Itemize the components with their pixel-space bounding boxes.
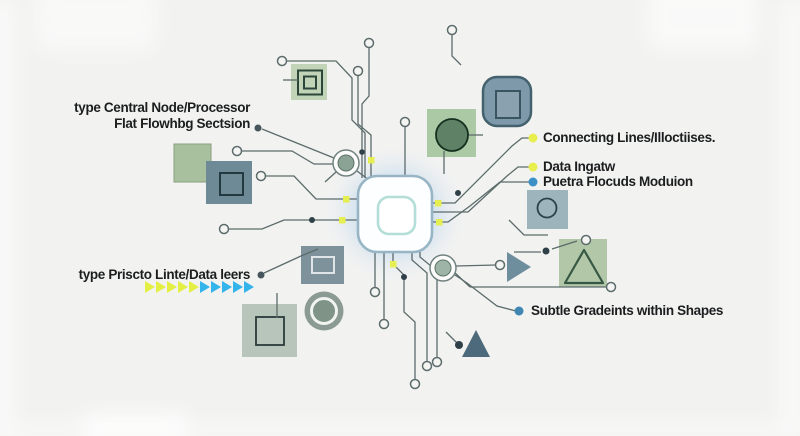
donut-circle bbox=[304, 291, 344, 331]
bullet-connecting-lines bbox=[528, 133, 538, 143]
chevron-arrow bbox=[189, 281, 199, 293]
label-central-node: type Central Node/Processor Flat Flowhbg… bbox=[38, 100, 250, 132]
yellow-node-squares bbox=[339, 157, 443, 268]
chevron-arrow bbox=[222, 281, 232, 293]
dark-triangle bbox=[462, 330, 490, 357]
central-processor-node bbox=[356, 174, 434, 254]
legend-item-connecting-lines: Connecting Lines/Illoctiises. bbox=[543, 130, 716, 145]
chevron-row bbox=[145, 280, 254, 294]
dark-node-dots bbox=[309, 149, 550, 349]
bullet-subtle-gradients bbox=[514, 306, 524, 316]
label-central-node-line2: Flat Flowhbg Sectsion bbox=[114, 116, 250, 131]
legend-item-subtle-gradients: Subtle Gradeints within Shapes bbox=[531, 303, 724, 318]
shape-layer bbox=[173, 64, 607, 357]
bullet-data-ingatw bbox=[528, 162, 538, 172]
label-data-lines: type Priscto Linte/Data leers bbox=[78, 267, 251, 282]
green-square-triangle bbox=[559, 239, 607, 287]
chip-icon bbox=[291, 64, 327, 100]
slate-square-rect bbox=[301, 246, 344, 284]
dark-squircle bbox=[481, 75, 533, 128]
chevron-arrow bbox=[200, 281, 210, 293]
circuit-traces bbox=[229, 35, 606, 379]
chevron-arrow bbox=[178, 281, 188, 293]
bullet-puetra bbox=[528, 177, 538, 187]
chevron-arrow bbox=[233, 281, 243, 293]
chevron-arrow bbox=[167, 281, 177, 293]
chevron-arrow bbox=[211, 281, 221, 293]
slate-square-left bbox=[206, 161, 252, 204]
ring-circle-upper bbox=[332, 149, 360, 177]
label-leader-dots bbox=[254, 124, 538, 316]
legend-item-puetra: Puetra Flocuds Moduion bbox=[543, 174, 693, 189]
chevron-arrow bbox=[156, 281, 166, 293]
chevron-arrow bbox=[145, 281, 155, 293]
play-triangle bbox=[507, 252, 531, 282]
sage-square-outline bbox=[242, 304, 297, 357]
ring-circle-lower bbox=[429, 254, 457, 282]
legend-item-data-ingatw: Data Ingatw bbox=[543, 159, 615, 174]
chevron-arrow bbox=[244, 281, 254, 293]
trace-terminals bbox=[218, 24, 617, 390]
label-central-node-line1: type Central Node/Processor bbox=[74, 100, 250, 115]
slate-square-circle bbox=[527, 190, 568, 229]
green-square-left bbox=[173, 143, 212, 183]
green-module-circle bbox=[435, 118, 469, 152]
